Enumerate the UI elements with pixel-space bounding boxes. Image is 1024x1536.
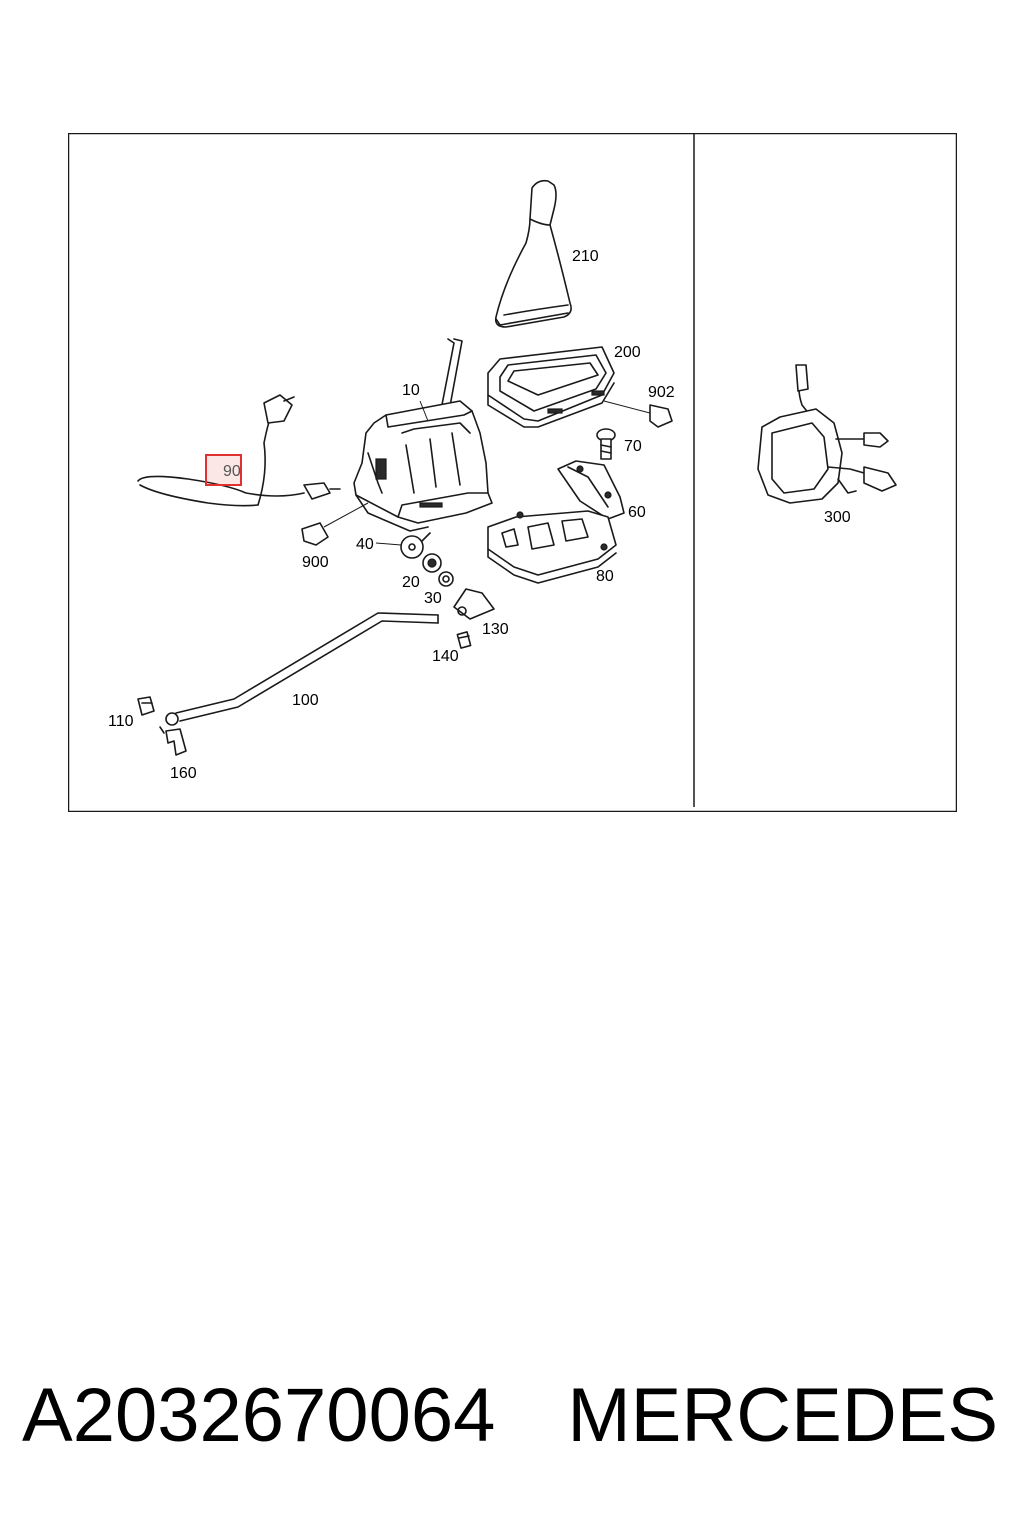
label-90: 90 xyxy=(223,463,241,480)
label-110: 110 xyxy=(108,713,134,730)
part-90-cable xyxy=(137,394,341,507)
label-30: 30 xyxy=(424,590,442,607)
part-40-lever xyxy=(400,532,431,559)
part-30-washer xyxy=(438,571,454,587)
part-number: A2032670064 xyxy=(22,1373,496,1458)
parts-diagram: 210 200 902 70 10 xyxy=(68,133,957,812)
part-200-trim-frame xyxy=(487,346,615,428)
label-160: 160 xyxy=(170,765,197,782)
label-60: 60 xyxy=(628,504,646,521)
part-60-bracket xyxy=(557,460,625,520)
label-130: 130 xyxy=(482,621,509,638)
part-210-boot xyxy=(494,179,572,328)
highlight-box-90 xyxy=(205,454,242,486)
label-70: 70 xyxy=(624,438,642,455)
part-300-shifter-assembly xyxy=(757,364,897,504)
label-200: 200 xyxy=(614,344,641,361)
part-140-pin xyxy=(456,631,472,649)
label-40: 40 xyxy=(356,536,374,553)
part-70-bolt xyxy=(596,428,616,460)
part-100-shift-rod xyxy=(165,612,439,726)
part-20-bushing xyxy=(422,553,442,573)
part-902-clip xyxy=(603,400,673,428)
label-140: 140 xyxy=(432,648,459,665)
part-10-shifter-housing xyxy=(353,338,493,532)
part-80-base-plate xyxy=(487,510,617,584)
label-10: 10 xyxy=(402,382,420,399)
label-900: 900 xyxy=(302,554,329,571)
label-210: 210 xyxy=(572,248,599,265)
part-130-lever xyxy=(453,588,495,620)
label-80: 80 xyxy=(596,568,614,585)
label-902: 902 xyxy=(648,384,675,401)
label-100: 100 xyxy=(292,692,319,709)
part-160-clip xyxy=(159,726,187,756)
brand-name: MERCEDES xyxy=(567,1373,999,1458)
part-110-grommet xyxy=(137,696,155,716)
label-20: 20 xyxy=(402,574,420,591)
label-300: 300 xyxy=(824,509,851,526)
part-900-clip xyxy=(301,502,369,546)
caption: A2032670064 MERCEDES xyxy=(22,1372,1012,1462)
